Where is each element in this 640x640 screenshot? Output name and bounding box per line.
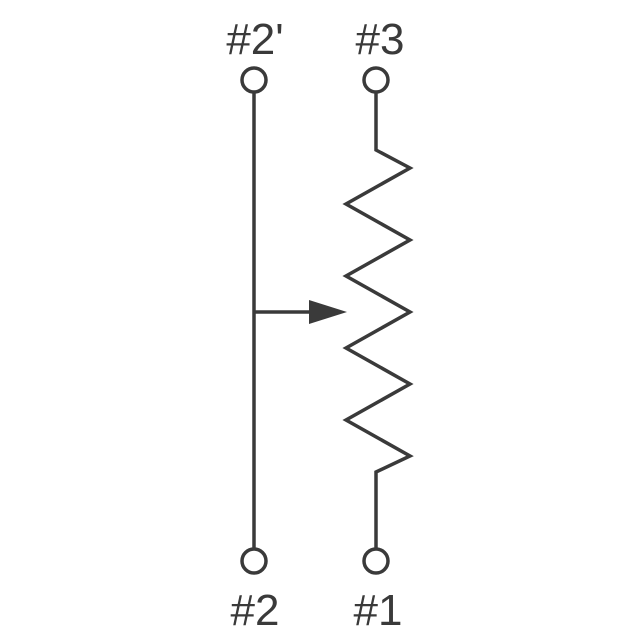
resistor-element xyxy=(342,92,414,549)
terminal-3-circle xyxy=(362,66,390,94)
terminal-label-1: #1 xyxy=(354,586,403,635)
terminal-label-2: #2 xyxy=(231,586,280,635)
terminal-2-prime-circle xyxy=(240,66,268,94)
terminal-label-2-prime: #2' xyxy=(226,15,283,64)
terminal-label-3: #3 xyxy=(356,15,405,64)
terminal-2-circle xyxy=(240,547,268,575)
terminal-1-circle xyxy=(362,547,390,575)
wiper-arrow-head xyxy=(309,300,347,324)
